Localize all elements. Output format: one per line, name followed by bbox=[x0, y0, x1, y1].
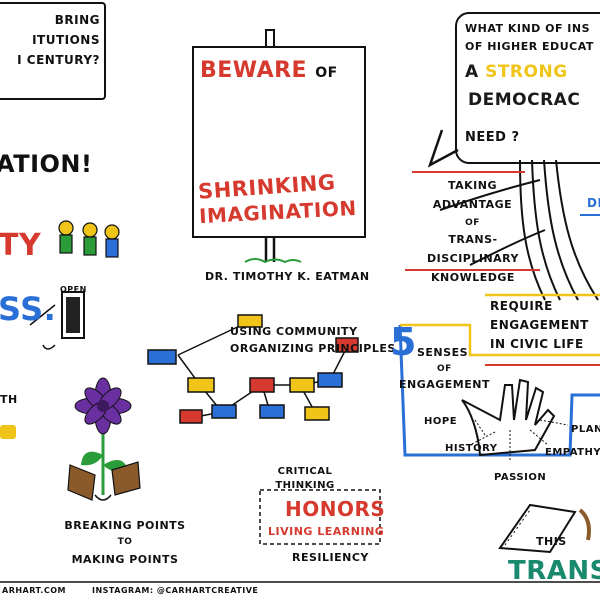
critical-line-2: THINKING bbox=[275, 480, 335, 491]
community-principles: USING COMMUNITY ORGANIZING PRINCIPLES bbox=[230, 323, 396, 357]
taking-line-2: ADVANTAGE bbox=[432, 198, 513, 211]
senses-number: 5 bbox=[390, 320, 417, 364]
taking-line-1: TAKING bbox=[447, 179, 497, 192]
footer-instagram[interactable]: INSTAGRAM: @CARHARTCREATIVE bbox=[92, 586, 259, 595]
taking-line-3: OF bbox=[465, 218, 480, 228]
sense-hope: HOPE bbox=[424, 416, 458, 427]
top-left-question: BRING ITUTIONS I CENTURY? bbox=[0, 10, 100, 70]
living-learning: LIVING LEARNING bbox=[268, 525, 385, 538]
senses-line-3: ENGAGEMENT bbox=[399, 378, 490, 391]
sign-beware: BEWARE OF bbox=[200, 58, 338, 83]
trans-line-2: KNOWLEDGE bbox=[431, 271, 515, 284]
left-ty: TY bbox=[0, 228, 42, 263]
footer-website[interactable]: ARHART.COM bbox=[2, 586, 66, 595]
question-strong: A STRONG bbox=[465, 62, 568, 82]
breaking-line-2: TO bbox=[117, 537, 133, 547]
trans-line-1: TRANS-DISCIPLINARY bbox=[426, 233, 520, 265]
breaking-line-1: BREAKING POINTS bbox=[64, 519, 186, 532]
question-need: NEED ? bbox=[465, 130, 520, 145]
question-democracy: DEMOCRAC bbox=[468, 90, 581, 110]
sign-author: DR. TIMOTHY K. EATMAN bbox=[205, 270, 370, 283]
left-th: TH bbox=[0, 393, 18, 406]
top-left-line-2: ITUTIONS bbox=[32, 33, 100, 47]
branch-taking-advantage: TAKING ADVANTAGE OF bbox=[420, 176, 525, 233]
require-line-3: IN CIVIC LIFE bbox=[490, 337, 584, 351]
sense-empathy: EMPATHY bbox=[545, 447, 600, 458]
question-a: A bbox=[465, 62, 479, 82]
question-bubble bbox=[455, 12, 600, 164]
require-engagement: REQUIRE ENGAGEMENT IN CIVIC LIFE bbox=[490, 297, 589, 354]
question-line-2: OF HIGHER EDUCAT bbox=[465, 40, 594, 53]
left-ss: SS. bbox=[0, 290, 57, 328]
branch-de: DE bbox=[587, 196, 600, 210]
critical-line-1: CRITICAL bbox=[277, 466, 333, 477]
breaking-points: BREAKING POINTS TO MAKING POINTS bbox=[60, 517, 190, 568]
breaking-line-3: MAKING POINTS bbox=[71, 553, 179, 566]
senses-line-1: SENSES bbox=[417, 346, 469, 359]
question-line-1: WHAT KIND OF INS bbox=[465, 22, 591, 35]
door-open-label: OPEN bbox=[60, 285, 87, 294]
sign-of-text: OF bbox=[315, 65, 338, 81]
sign-beware-text: BEWARE bbox=[200, 58, 308, 83]
sense-passion: PASSION bbox=[494, 472, 547, 483]
sense-history: HISTORY bbox=[445, 443, 498, 454]
honors-title: HONORS bbox=[285, 497, 386, 521]
community-line-2: ORGANIZING PRINCIPLES bbox=[230, 342, 396, 355]
left-ation: ATION! bbox=[0, 150, 93, 178]
require-line-1: REQUIRE bbox=[490, 299, 553, 313]
resiliency: RESILIENCY bbox=[292, 551, 369, 564]
question-text: WHAT KIND OF INS OF HIGHER EDUCAT bbox=[465, 20, 594, 56]
beware-sign bbox=[192, 46, 366, 238]
this-label: THIS bbox=[536, 535, 567, 548]
require-line-2: ENGAGEMENT bbox=[490, 318, 589, 332]
top-left-box bbox=[0, 2, 106, 100]
senses-line-2: OF bbox=[437, 364, 452, 374]
critical-thinking: CRITICAL THINKING bbox=[270, 465, 340, 493]
top-left-line-1: BRING bbox=[54, 13, 100, 27]
question-strong-word: STRONG bbox=[485, 62, 568, 82]
branch-transdisciplinary: TRANS-DISCIPLINARY KNOWLEDGE bbox=[408, 230, 538, 287]
transform-label: TRANSF bbox=[508, 556, 600, 586]
senses-title: SENSES OF ENGAGEMENT bbox=[399, 345, 490, 393]
community-line-1: USING COMMUNITY bbox=[230, 325, 358, 338]
sense-plan: PLAN bbox=[571, 424, 600, 435]
top-left-line-3: I CENTURY? bbox=[17, 53, 100, 67]
